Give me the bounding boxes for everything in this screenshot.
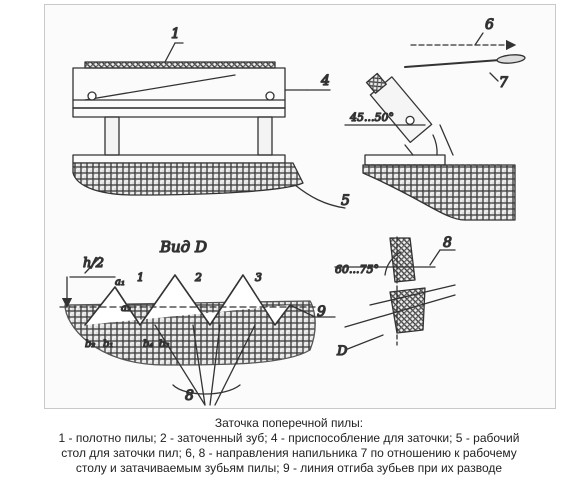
label-6: 6 (485, 17, 494, 33)
label-5: 5 (341, 193, 350, 209)
mark-b1: b₁ (103, 339, 113, 350)
side-view (344, 32, 526, 221)
caption-line-3: столу и затачиваемым зубьям пилы; 9 - ли… (75, 461, 503, 475)
mark-b2: b₂ (85, 339, 95, 350)
screw-right (265, 91, 275, 101)
angle-upper-label: 45...50° (349, 111, 394, 124)
mark-b3: b₃ (159, 339, 169, 350)
caption-line-2: стол для заточки пил; 6, 8 - направления… (61, 446, 517, 460)
label-7: 7 (499, 75, 508, 91)
teeth-profile (84, 274, 291, 326)
label-d: D (336, 344, 348, 359)
label-1: 1 (171, 26, 180, 42)
side-table (362, 164, 516, 221)
tooth-number-3: 3 (255, 271, 262, 284)
mark-a1: a₁ (115, 277, 125, 288)
tooth-number-1: 1 (137, 271, 144, 284)
file-tool (404, 59, 501, 68)
label-9: 9 (317, 304, 326, 320)
mark-b4: b₄ (143, 339, 153, 350)
caption-line-1: 1 - полотно пилы; 2 - заточенный зуб; 4 … (58, 431, 520, 445)
half-height-label: h/2 (83, 256, 104, 271)
teeth-view (59, 256, 336, 406)
screw-left (87, 91, 97, 101)
front-view (72, 42, 346, 209)
jig-body (72, 67, 286, 109)
tooth-number-2: 2 (194, 271, 202, 284)
caption-title: Заточка поперечной пилы: (214, 416, 364, 430)
label-8: 8 (443, 235, 452, 251)
view-d-title: Вид D (159, 238, 207, 256)
tooth-upper-section (389, 237, 416, 283)
tooth-lower-section (389, 287, 426, 334)
saw-blade (84, 61, 276, 69)
figure-drawing: 1 4 5 6 7 45...50° Вид D h/2 1 2 3 a₁ a₂… (44, 4, 556, 409)
label-4: 4 (320, 73, 330, 89)
label-8-lower: 8 (185, 388, 194, 404)
figure-caption: Заточка поперечной пилы: 1 - полотно пил… (0, 416, 578, 476)
angle-lower-label: 60...75° (335, 263, 379, 276)
saw-sharpening-diagram: 1 4 5 6 7 45...50° Вид D h/2 1 2 3 a₁ a₂… (59, 16, 526, 406)
work-table (72, 162, 304, 196)
tooth-section (334, 236, 456, 351)
mark-a2: a₂ (121, 303, 131, 314)
